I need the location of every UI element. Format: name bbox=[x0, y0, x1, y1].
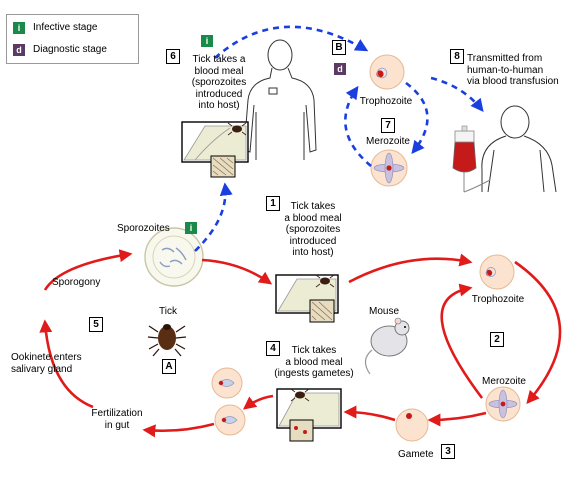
letter-b-box: B bbox=[332, 40, 346, 55]
mouse-figure bbox=[364, 317, 410, 375]
human-figure-right bbox=[481, 105, 557, 193]
tick-figure bbox=[147, 324, 187, 357]
merozoite-human-label: Merozoite bbox=[366, 136, 410, 147]
arrow-gut-to-fertilization bbox=[142, 422, 215, 438]
ookinete-label: Ookinete enters salivary gland bbox=[11, 352, 82, 375]
salivary-gland-sporozoites bbox=[144, 227, 204, 287]
arrow-tick-to-human bbox=[214, 25, 369, 59]
human-rbc-trophozoite bbox=[369, 54, 405, 90]
tick-feeding-panel-top bbox=[181, 121, 249, 178]
diagnostic-stage-badge: d bbox=[13, 44, 25, 56]
trophozoite-human-label: Trophozoite bbox=[359, 96, 413, 107]
step-1-text: Tick takes a blood meal (sporozoites int… bbox=[284, 201, 342, 258]
gut-gamete-lower bbox=[214, 404, 246, 436]
step-8-text: Transmitted from human-to-human via bloo… bbox=[467, 53, 559, 87]
arrow-step1-to-trophozoite bbox=[348, 253, 473, 284]
mouse-label: Mouse bbox=[369, 306, 400, 317]
arrow-merozoite-to-trophozoite-mouse bbox=[440, 283, 484, 399]
arrow-to-ookinete bbox=[39, 319, 94, 409]
step-4-number: 4 bbox=[266, 341, 280, 356]
mouse-rbc-merozoite bbox=[485, 386, 521, 422]
step-6-text: Tick takes a blood meal (sporozoites int… bbox=[191, 54, 247, 111]
human-rbc-merozoite bbox=[370, 149, 408, 187]
infective-stage-badge: i bbox=[13, 22, 25, 34]
sporozoites-label: Sporozoites bbox=[117, 223, 170, 234]
arrow-merozoite-to-gamete bbox=[427, 411, 487, 427]
infective-stage-badge-step6: i bbox=[201, 35, 213, 47]
step-6-number: 6 bbox=[166, 49, 180, 64]
arrow-gamete-to-step4 bbox=[343, 405, 396, 422]
merozoite-mouse-label: Merozoite bbox=[482, 376, 526, 387]
infective-stage-label: Infective stage bbox=[33, 22, 98, 33]
arrow-sporozoites-to-step1 bbox=[201, 258, 273, 285]
step-3-number: 3 bbox=[441, 444, 455, 459]
gamete-cell bbox=[395, 408, 429, 442]
diagnostic-stage-label: Diagnostic stage bbox=[33, 44, 107, 55]
sporogony-label: Sporogony bbox=[52, 277, 101, 288]
arrow-trophozoite-to-merozoite-mouse bbox=[514, 260, 562, 404]
arrow-sporogony-to-sporozoites bbox=[43, 249, 133, 291]
step-8-number: 8 bbox=[450, 49, 464, 64]
step-4-text: Tick takes a blood meal (ingests gametes… bbox=[274, 345, 354, 379]
tick-label: Tick bbox=[159, 306, 177, 317]
arrow-sporozoites-to-tick-panel bbox=[194, 182, 233, 252]
legend: i Infective stage d Diagnostic stage bbox=[6, 14, 139, 64]
step-7-number: 7 bbox=[381, 118, 395, 133]
step-2-number: 2 bbox=[490, 332, 504, 347]
arrow-step4-to-gut bbox=[242, 394, 274, 410]
step-5-number: 5 bbox=[89, 317, 103, 332]
tick-feeding-panel-step4 bbox=[276, 388, 342, 442]
blood-bag bbox=[452, 125, 491, 193]
letter-a-box: A bbox=[162, 359, 176, 374]
arrow-trophozoite-to-merozoite bbox=[405, 81, 429, 155]
trophozoite-mouse-label: Trophozoite bbox=[471, 294, 525, 305]
tick-feeding-panel-step1 bbox=[275, 274, 339, 323]
step-1-number: 1 bbox=[266, 196, 280, 211]
gut-gamete-upper bbox=[211, 367, 243, 399]
mouse-rbc-trophozoite bbox=[479, 254, 515, 290]
fertilization-label: Fertilization in gut bbox=[91, 408, 143, 431]
arrow-merozoite-to-trophozoite bbox=[344, 85, 372, 167]
arrow-transfusion bbox=[430, 76, 484, 113]
diagnostic-stage-badge-human: d bbox=[334, 63, 346, 75]
infective-stage-badge-sporozoites: i bbox=[185, 222, 197, 234]
gamete-label: Gamete bbox=[398, 449, 434, 460]
